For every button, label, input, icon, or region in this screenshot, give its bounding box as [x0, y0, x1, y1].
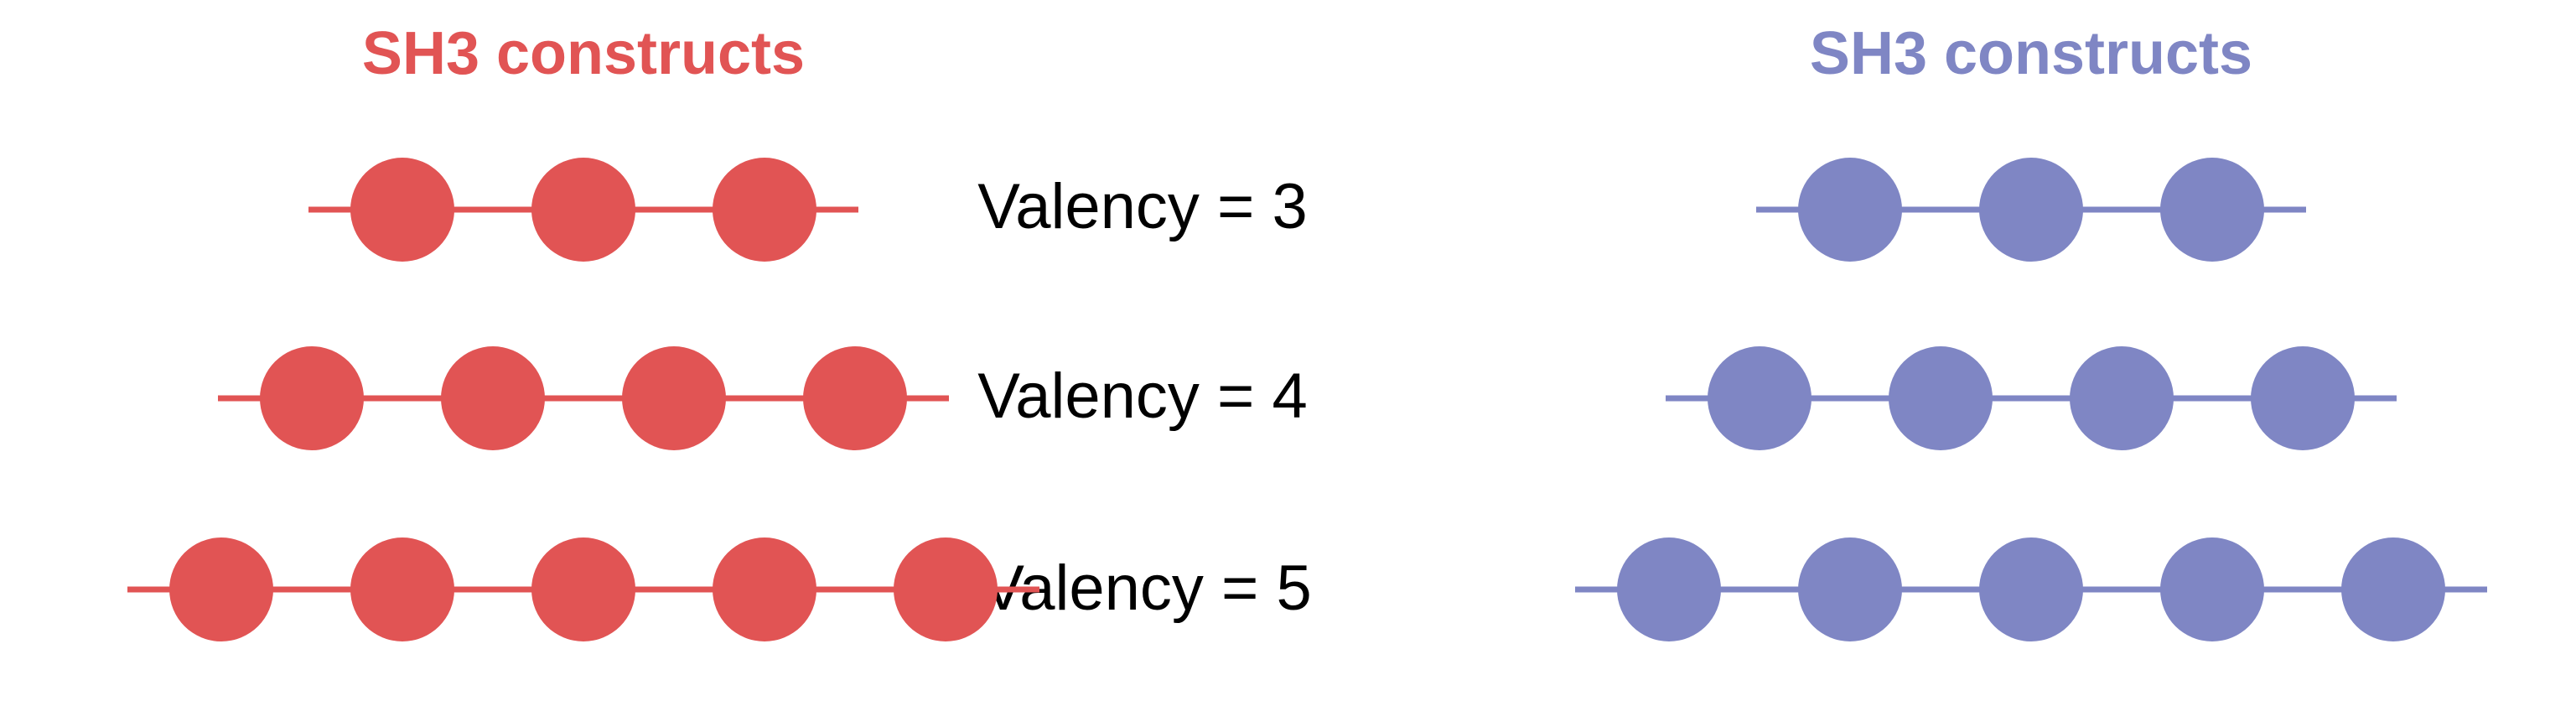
left-sh3-domain-circle [169, 537, 273, 641]
right-sh3-domain-circle [1617, 537, 1721, 641]
right-sh3-domain-circle [1798, 537, 1902, 641]
left-constructs [127, 158, 1039, 641]
left-panel-title: SH3 constructs [362, 20, 805, 87]
left-sh3-domain-circle [713, 158, 816, 262]
left-sh3-domain-circle [713, 537, 816, 641]
right-constructs [1575, 158, 2487, 641]
left-sh3-domain-circle [260, 346, 364, 450]
left-sh3-domain-circle [441, 346, 545, 450]
left-sh3-domain-circle [531, 158, 635, 262]
valency-4-label: Valency = 4 [977, 361, 1308, 432]
right-sh3-domain-circle [1889, 346, 1993, 450]
right-sh3-domain-circle [2160, 158, 2264, 262]
left-sh3-domain-circle [894, 537, 998, 641]
left-sh3-domain-circle [622, 346, 726, 450]
right-sh3-domain-circle [1708, 346, 1811, 450]
left-sh3-domain-circle [350, 537, 454, 641]
right-sh3-domain-circle [1979, 158, 2083, 262]
right-sh3-domain-circle [2160, 537, 2264, 641]
left-sh3-domain-circle [803, 346, 907, 450]
right-sh3-domain-circle [2251, 346, 2355, 450]
left-sh3-domain-circle [531, 537, 635, 641]
valency-3-label: Valency = 3 [977, 171, 1308, 242]
right-sh3-domain-circle [1979, 537, 2083, 641]
right-sh3-domain-circle [2341, 537, 2445, 641]
left-sh3-domain-circle [350, 158, 454, 262]
right-sh3-domain-circle [2070, 346, 2174, 450]
right-panel-title: SH3 constructs [1810, 20, 2252, 87]
right-sh3-domain-circle [1798, 158, 1902, 262]
